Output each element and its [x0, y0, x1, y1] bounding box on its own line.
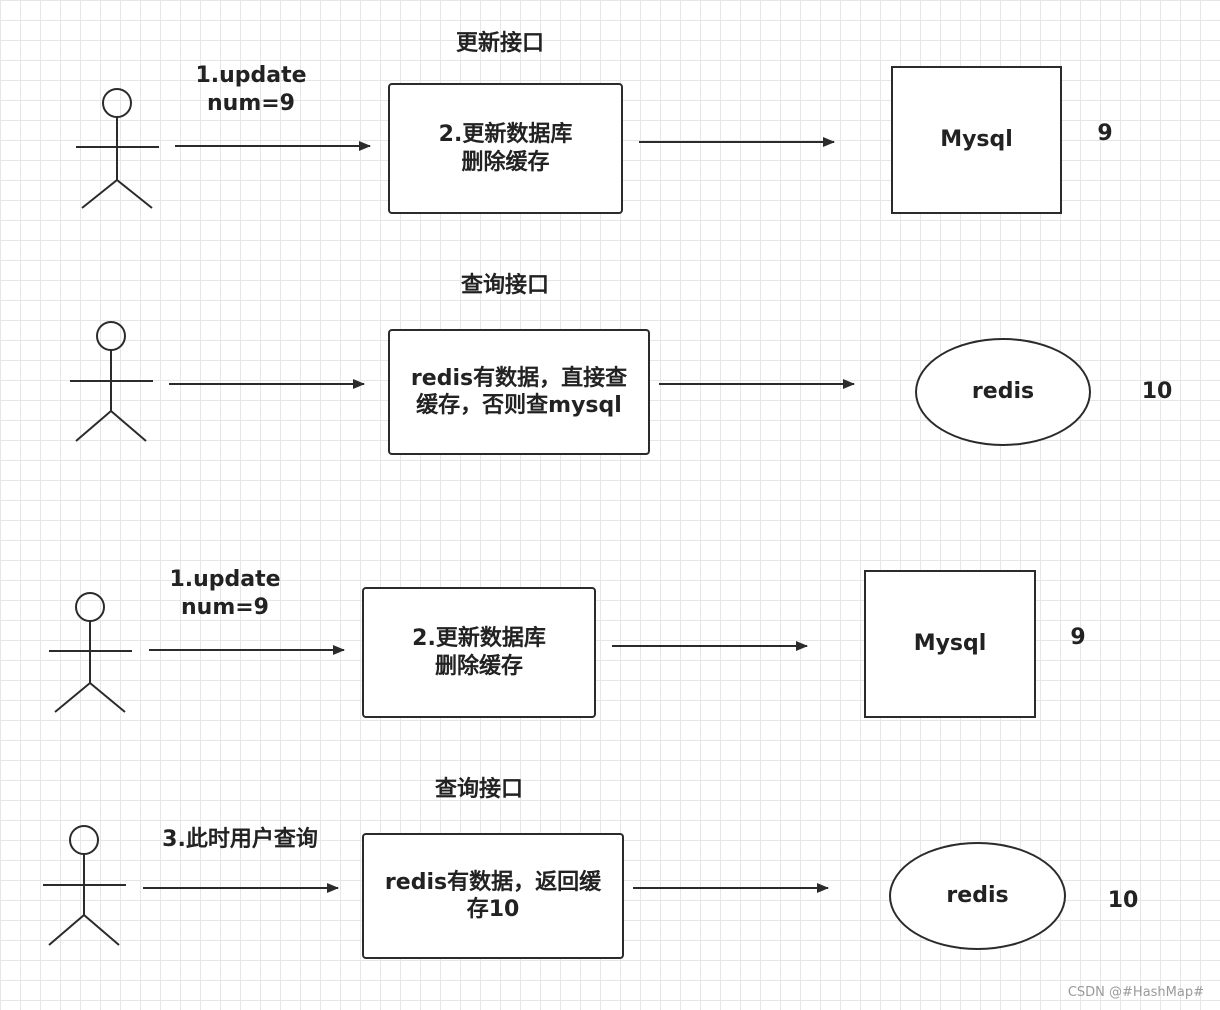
section-1-title: 更新接口	[455, 31, 544, 56]
section-2-title: 查询接口	[460, 273, 549, 298]
actor-3	[49, 592, 132, 713]
watermark: CSDN @#HashMap#	[1067, 985, 1204, 1000]
section-3-store-value: 9	[1070, 625, 1086, 650]
actor-2	[70, 321, 153, 442]
section-4-arrow-label: 3.此时用户查询	[162, 827, 318, 852]
section-2-redis-ellipse: redis	[915, 338, 1091, 446]
section-1-mysql-box: Mysql	[891, 66, 1062, 214]
actor-1	[76, 88, 159, 209]
section-4-redis-label: redis	[946, 883, 1009, 909]
section-4-process-text: redis有数据，返回缓 存10	[384, 869, 602, 923]
section-1-process-box: 2.更新数据库 删除缓存	[388, 83, 623, 214]
section-1-process-text: 2.更新数据库 删除缓存	[438, 122, 573, 175]
section-4-title: 查询接口	[434, 777, 523, 802]
section-3-arrow-label: 1.update num=9	[169, 567, 281, 620]
section-2-store-value: 10	[1141, 379, 1173, 404]
section-3-process-box: 2.更新数据库 删除缓存	[362, 587, 596, 718]
section-2-process-box: redis有数据，直接查 缓存，否则查mysql	[388, 329, 650, 455]
actor-4	[43, 825, 126, 946]
section-2-process-text: redis有数据，直接查 缓存，否则查mysql	[410, 365, 628, 419]
section-3-mysql-label: Mysql	[913, 631, 987, 657]
section-1-arrow-label: 1.update num=9	[195, 63, 307, 116]
section-1-store-value: 9	[1097, 121, 1113, 146]
section-1-mysql-label: Mysql	[940, 127, 1013, 153]
section-2-redis-label: redis	[971, 379, 1035, 405]
section-4-process-box: redis有数据，返回缓 存10	[362, 833, 624, 959]
section-3-process-text: 2.更新数据库 删除缓存	[412, 626, 546, 679]
section-3-mysql-box: Mysql	[864, 570, 1036, 718]
section-4-store-value: 10	[1107, 888, 1139, 913]
section-4-redis-ellipse: redis	[889, 842, 1066, 950]
